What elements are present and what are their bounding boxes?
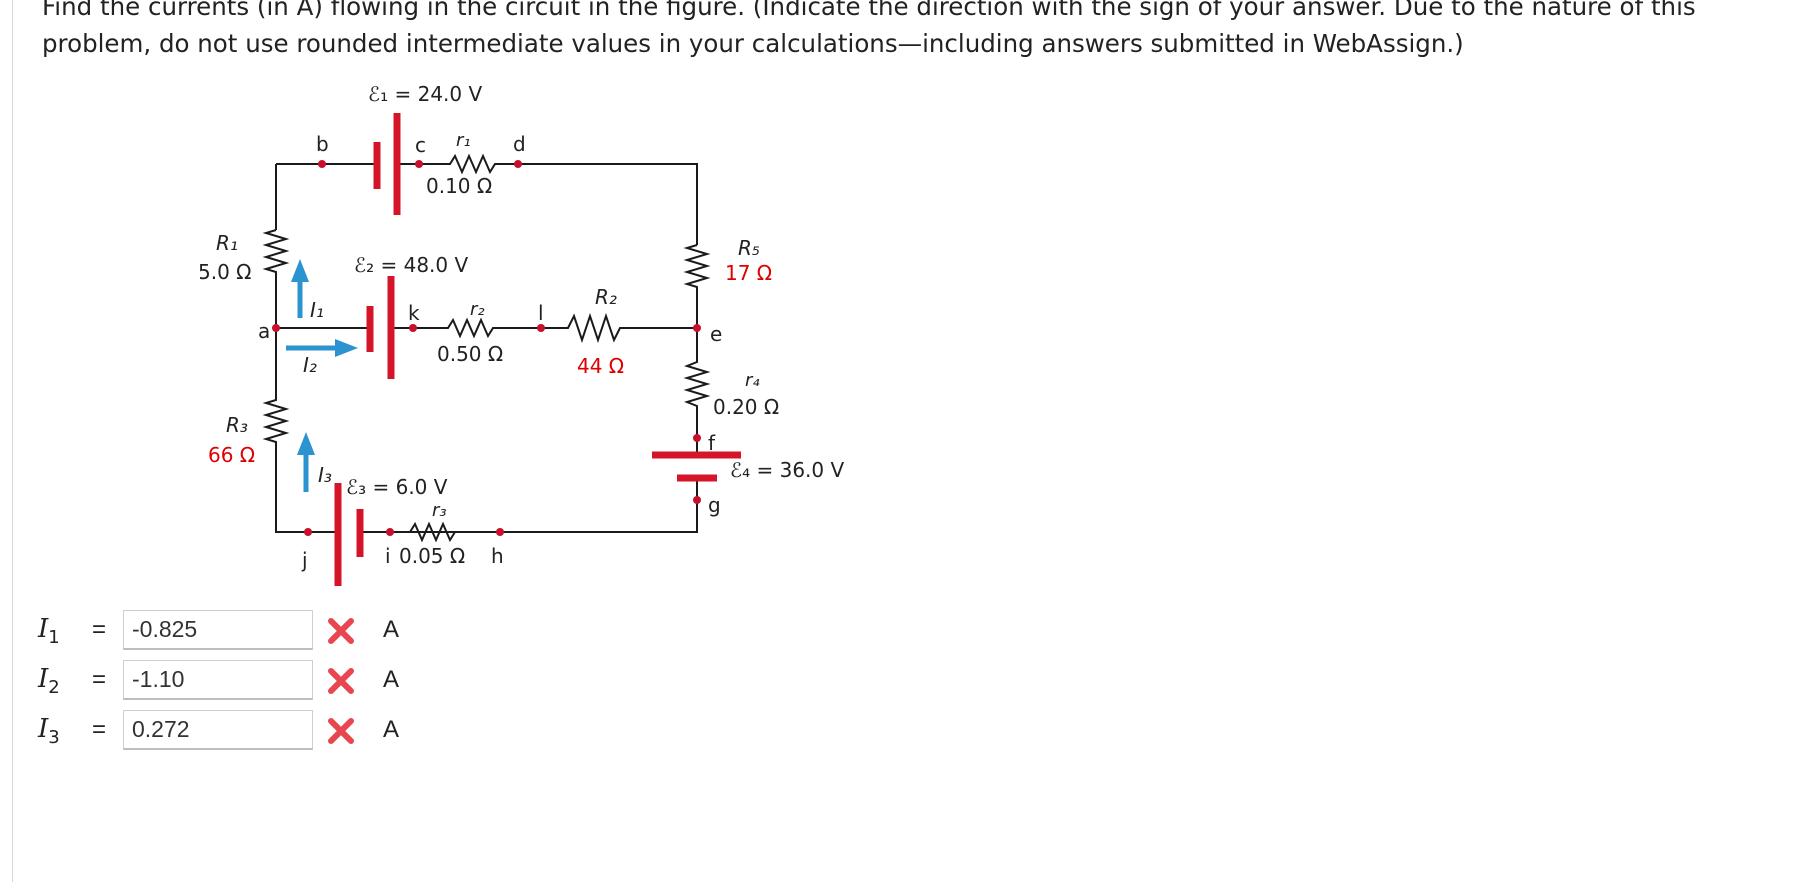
I1-label: I₁ [310, 298, 324, 322]
node-dot-g [693, 496, 701, 504]
node-label-e: e [710, 322, 722, 346]
r1-value: 0.10 Ω [426, 174, 492, 198]
red-x-icon [328, 668, 354, 694]
node-label-l: l [538, 301, 544, 325]
batteries [334, 113, 741, 586]
I2-label: I₂ [303, 353, 317, 377]
node-dot-h [496, 528, 504, 536]
node-dot-j [304, 528, 312, 536]
unit-label: A [383, 616, 400, 643]
r4-label: r₄ [745, 370, 760, 391]
R5-value: 17 Ω [725, 261, 772, 285]
answer-symbol: I2 [38, 664, 60, 699]
red-x-icon [328, 618, 354, 644]
emf2-label: ℰ₂ = 48.0 V [354, 253, 468, 277]
i1-answer-input[interactable] [123, 610, 313, 650]
answer-symbol: I1 [38, 614, 60, 649]
i2-arrow-head [335, 339, 358, 357]
emf3-label: ℰ₃ = 6.0 V [346, 475, 448, 499]
question-text: Find the currents (in A) flowing in the … [42, 0, 1696, 58]
r4-value: 0.20 Ω [713, 395, 779, 419]
equals-sign: = [92, 716, 107, 743]
node-label-g: g [708, 493, 721, 517]
R1-label: R₁ [216, 231, 238, 255]
node-label-d: d [513, 132, 526, 156]
node-label-i: i [385, 544, 391, 568]
answer-row-i3: I3 = A [0, 706, 460, 756]
i3-answer-input[interactable] [123, 710, 313, 750]
node-dots [272, 160, 701, 536]
I3-label: I₃ [318, 463, 332, 487]
figure-labels: ℰ₁ = 24.0 V ℰ₂ = 48.0 V ℰ₃ = 6.0 V ℰ₄ = … [200, 85, 844, 572]
node-dot-e [693, 324, 701, 332]
R5-label: R₅ [738, 236, 760, 260]
red-x-icon [328, 718, 354, 744]
node-label-a: a [258, 319, 270, 343]
R1-value: 5.0 Ω [200, 260, 251, 284]
equals-sign: = [92, 616, 107, 643]
equals-sign: = [92, 666, 107, 693]
i1-arrow-head [291, 259, 309, 282]
answer-row-i1: I1 = A [0, 606, 460, 656]
node-label-b: b [316, 132, 329, 156]
node-dot-f [693, 434, 701, 442]
R3-label: R₃ [226, 413, 248, 437]
node-label-j: j [301, 548, 308, 572]
unit-label: A [383, 666, 400, 693]
answer-row-i2: I2 = A [0, 656, 460, 706]
R2-value: 44 Ω [577, 354, 624, 378]
r2-value: 0.50 Ω [437, 342, 503, 366]
node-dot-k [409, 324, 417, 332]
node-dot-c [415, 160, 423, 168]
page-border [12, 0, 13, 882]
node-dot-d [514, 160, 522, 168]
R2-label: R₂ [595, 285, 617, 309]
circuit-figure: ℰ₁ = 24.0 V ℰ₂ = 48.0 V ℰ₃ = 6.0 V ℰ₄ = … [200, 85, 844, 586]
node-label-k: k [408, 301, 420, 325]
r3-label: r₃ [432, 500, 447, 521]
i3-arrow-head [297, 432, 315, 455]
node-dot-i [386, 528, 394, 536]
emf1-label: ℰ₁ = 24.0 V [368, 85, 482, 106]
node-label-c: c [415, 133, 426, 157]
emf4-label: ℰ₄ = 36.0 V [730, 458, 844, 482]
r2-label: r₂ [470, 299, 485, 320]
R3-value: 66 Ω [208, 443, 255, 467]
node-dot-l [537, 324, 545, 332]
node-dot-a [272, 324, 280, 332]
node-label-h: h [491, 544, 504, 568]
unit-label: A [383, 716, 400, 743]
node-label-f: f [708, 431, 716, 455]
i2-answer-input[interactable] [123, 660, 313, 700]
answer-symbol: I3 [38, 714, 60, 749]
node-dot-b [318, 160, 326, 168]
r1-label: r₁ [456, 130, 471, 151]
r3-value: 0.05 Ω [399, 544, 465, 568]
current-arrows [286, 259, 358, 492]
